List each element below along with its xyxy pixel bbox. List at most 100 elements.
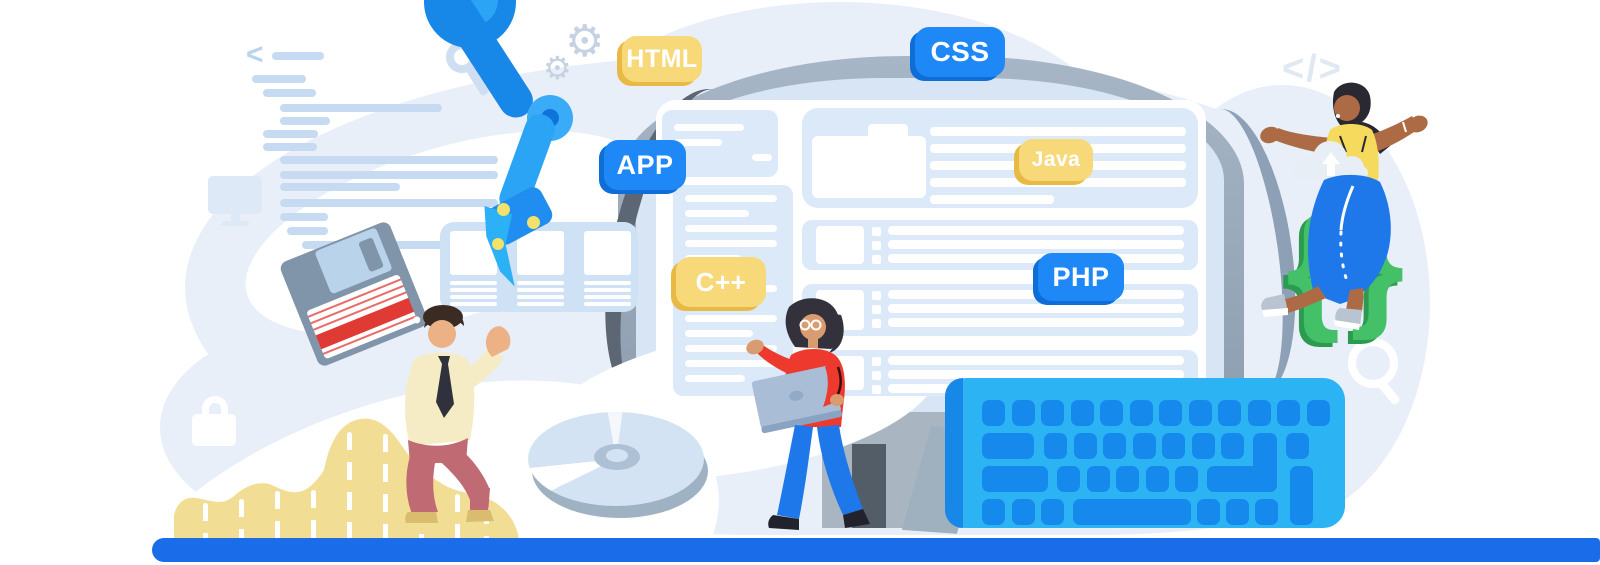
keyboard-key: [1116, 466, 1139, 492]
code-line: [280, 183, 400, 191]
mound-dash: [383, 434, 388, 540]
woman2-skirt-seam: [1339, 185, 1355, 231]
mound-dash: [347, 432, 352, 540]
row-stripe: [888, 240, 1184, 249]
folder-icon-body: [812, 136, 926, 198]
code-line: [280, 199, 498, 207]
card: [517, 231, 564, 306]
window-row-item: [802, 220, 1198, 270]
row-dot: [872, 291, 881, 300]
card-line: [584, 281, 631, 285]
badge-cpp: C++: [676, 257, 766, 307]
code-line: [280, 171, 498, 179]
card-line: [584, 288, 631, 292]
magnifier-lens: [1348, 338, 1398, 388]
keyboard-key: [1129, 400, 1153, 426]
card-line: [517, 302, 564, 306]
card-line: [584, 302, 631, 306]
card-line: [517, 281, 564, 285]
row-dot: [872, 319, 881, 328]
gear-icon-small: ⚙: [543, 50, 572, 86]
keyboard-key: [1247, 400, 1271, 426]
gear-icon: ⚙: [565, 17, 605, 66]
card-line: [584, 295, 631, 299]
keyboard-key: [1011, 400, 1035, 426]
woman-shoe: [843, 509, 870, 528]
woman2-skirt-dots: [1339, 230, 1348, 280]
window-row-item: [802, 284, 1198, 336]
mini-monitor-base: [222, 221, 249, 226]
badge-css: CSS: [915, 27, 1005, 77]
code-line: [263, 89, 316, 97]
keyboard-key: [1103, 433, 1126, 459]
code-tag-icon: </>: [1282, 48, 1343, 90]
woman2-leg-left: [1280, 286, 1326, 314]
keyboard-key: [1041, 400, 1064, 426]
padlock-shackle: [202, 396, 228, 422]
card-line: [450, 288, 497, 292]
keyboard-key: [1145, 466, 1169, 492]
panel-line: [685, 315, 777, 322]
row-dot: [872, 305, 881, 314]
woman-glasses: [799, 319, 822, 331]
keyboard-key: [1175, 466, 1198, 492]
keyboard-key: [1207, 466, 1277, 492]
mini-monitor-screen: [208, 176, 262, 214]
woman-arm-left: [757, 345, 795, 375]
panel-line: [685, 210, 749, 217]
mound-dash: [203, 503, 208, 540]
keyboard-key: [1011, 499, 1035, 525]
row-stripe: [888, 356, 1184, 365]
card-image: [584, 231, 631, 275]
chevron-left-icon: <: [246, 38, 264, 71]
keyboard-key: [1086, 466, 1110, 492]
keyboard-key: [1162, 433, 1185, 459]
keyboard-key: [1132, 433, 1156, 459]
panel-line: [685, 225, 777, 232]
code-line: [263, 143, 317, 151]
window-row-folder: [802, 108, 1198, 208]
woman2-shirt-crease: [1339, 135, 1367, 153]
card-line: [450, 302, 497, 306]
developer-woman-center: [746, 298, 870, 530]
keyboard-key: [1218, 400, 1241, 426]
row-dot: [872, 241, 881, 250]
keyboard-key: [1041, 499, 1064, 525]
panel-line: [685, 345, 777, 352]
woman2-skirt: [1308, 174, 1391, 304]
man-leg-front: [406, 456, 438, 514]
keyboard-key: [1100, 400, 1123, 426]
cd-center-hole: [606, 449, 628, 462]
keyboard-key: [1226, 499, 1249, 525]
keyboard-key: [1255, 499, 1278, 525]
woman2-hand-left: [1260, 126, 1280, 144]
folder-icon-tab: [868, 124, 908, 138]
keyboard-key: [982, 433, 1034, 459]
woman2-sole: [1334, 320, 1360, 330]
code-line: [287, 227, 328, 235]
row-stripe: [888, 254, 1184, 263]
robot-rivet: [527, 216, 540, 229]
badge-html: HTML: [622, 36, 702, 82]
woman2-leg-right: [1346, 288, 1364, 312]
row-dot: [872, 227, 881, 236]
keyboard: [945, 378, 1345, 528]
panel-line: [685, 375, 745, 382]
robot-rivet: [497, 203, 510, 216]
woman-pants-right: [817, 425, 863, 515]
keyboard-key: [1188, 400, 1212, 426]
row-stripe: [888, 304, 1184, 313]
row-dot: [872, 385, 881, 394]
panel-dash: [752, 154, 772, 161]
padlock-body: [192, 414, 236, 446]
mini-monitor-neck: [231, 214, 240, 221]
card: [584, 231, 631, 306]
woman-pants-left: [777, 425, 813, 519]
mound-dash: [455, 494, 460, 540]
keyboard-key: [1221, 433, 1244, 459]
row-dot: [872, 371, 881, 380]
woman-shoe: [768, 515, 799, 530]
panel-line: [685, 360, 777, 367]
man-face: [428, 320, 456, 348]
woman-hand-left: [746, 339, 764, 355]
